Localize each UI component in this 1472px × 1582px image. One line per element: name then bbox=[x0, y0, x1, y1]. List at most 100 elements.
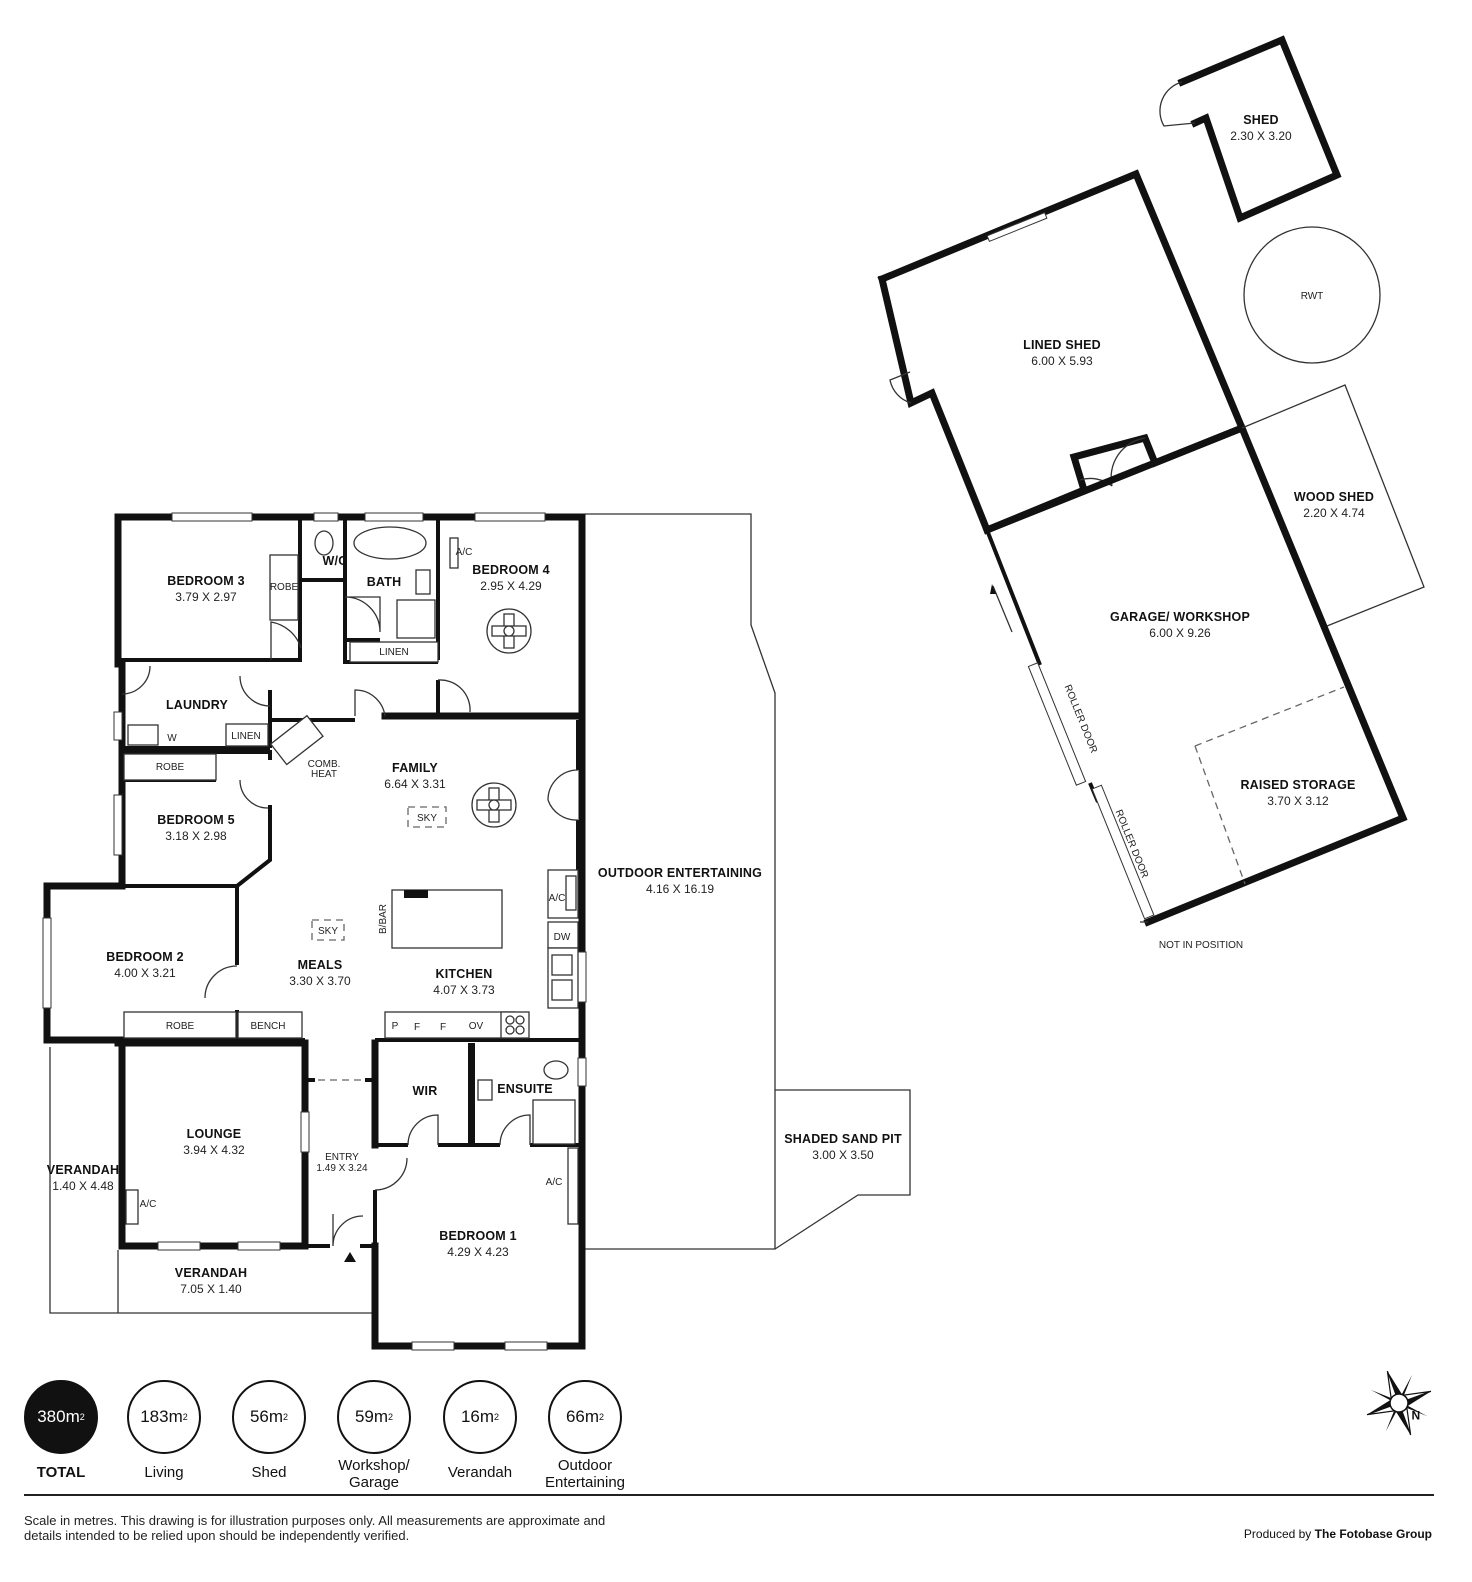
house-fixtures bbox=[123, 526, 579, 1225]
bench-label: BENCH bbox=[250, 1021, 285, 1032]
area-unit-sup: 2 bbox=[388, 1412, 394, 1422]
room-dim: 2.20 X 4.74 bbox=[1303, 506, 1365, 520]
room-name: BEDROOM 1 bbox=[439, 1229, 517, 1243]
room-dim: 3.94 X 4.32 bbox=[183, 1143, 245, 1157]
room-name: BEDROOM 4 bbox=[472, 563, 550, 577]
room-name: BEDROOM 3 bbox=[167, 574, 245, 588]
area-label: TOTAL bbox=[36, 1464, 86, 1481]
room-name: FAMILY bbox=[392, 761, 438, 775]
linen-label: LINEN bbox=[379, 647, 408, 658]
room-labels: BEDROOM 3 3.79 X 2.97 W/C BATH BEDROOM 4… bbox=[47, 113, 1374, 1296]
fixture-labels: ROBE LINEN A/C LINEN W ROBE COMB. HEAT S… bbox=[140, 291, 1324, 1210]
linen-label: LINEN bbox=[231, 731, 260, 742]
w-label: W bbox=[167, 733, 177, 744]
comb-heat-label: HEAT bbox=[311, 769, 337, 780]
house-doors bbox=[121, 596, 579, 1262]
room-dim: 6.64 X 3.31 bbox=[384, 777, 446, 791]
producer-name: The Fotobase Group bbox=[1314, 1527, 1432, 1541]
ceiling-fan-icon bbox=[486, 608, 532, 654]
sky-label: SKY bbox=[318, 926, 338, 937]
room-name: OUTDOOR ENTERTAINING bbox=[598, 866, 762, 880]
robe-label: ROBE bbox=[156, 762, 185, 773]
disclaimer-text: Scale in metres. This drawing is for ill… bbox=[24, 1513, 606, 1543]
room-dim: 4.16 X 16.19 bbox=[646, 882, 714, 896]
outbuildings bbox=[877, 35, 1425, 927]
house-windows bbox=[42, 512, 587, 1351]
floor-plan: BEDROOM 3 3.79 X 2.97 W/C BATH BEDROOM 4… bbox=[42, 35, 1425, 1351]
comb-heat-label: COMB. bbox=[308, 759, 341, 770]
room-name: VERANDAH bbox=[175, 1266, 247, 1280]
room-dim: 2.95 X 4.29 bbox=[480, 579, 542, 593]
area-label: Outdoor Entertaining bbox=[544, 1457, 626, 1491]
area-unit-sup: 2 bbox=[283, 1412, 289, 1422]
not-in-position-label: NOT IN POSITION bbox=[1159, 940, 1243, 951]
room-name: RAISED STORAGE bbox=[1240, 778, 1355, 792]
producer-credit: Produced by The Fotobase Group bbox=[1244, 1527, 1432, 1541]
room-name: BATH bbox=[367, 575, 402, 589]
area-value: 16m bbox=[460, 1407, 495, 1426]
ac-label: A/C bbox=[549, 893, 566, 904]
ac-label: A/C bbox=[546, 1177, 563, 1188]
room-dim: 6.00 X 5.93 bbox=[1031, 354, 1093, 368]
area-unit-sup: 2 bbox=[494, 1412, 500, 1422]
outdoor-areas bbox=[49, 513, 911, 1314]
room-dim: 4.00 X 3.21 bbox=[114, 966, 176, 980]
room-name: LOUNGE bbox=[187, 1127, 242, 1141]
area-label: Shed bbox=[251, 1464, 287, 1481]
area-value: 59m bbox=[354, 1407, 389, 1426]
f-label: F bbox=[440, 1022, 446, 1033]
room-name: GARAGE/ WORKSHOP bbox=[1110, 610, 1250, 624]
room-dim: 4.29 X 4.23 bbox=[447, 1245, 509, 1259]
room-dim: 2.30 X 3.20 bbox=[1230, 129, 1292, 143]
dw-label: DW bbox=[554, 932, 571, 943]
bbar-label: B/BAR bbox=[378, 904, 389, 934]
robe-label: ROBE bbox=[270, 582, 299, 593]
room-name: VERANDAH bbox=[47, 1163, 119, 1177]
room-dim: 1.49 X 3.24 bbox=[316, 1163, 368, 1174]
area-unit-sup: 2 bbox=[79, 1412, 85, 1422]
room-name: LINED SHED bbox=[1023, 338, 1101, 352]
ceiling-fan-icon bbox=[471, 782, 517, 828]
room-dim: 1.40 X 4.48 bbox=[52, 1179, 114, 1193]
compass-icon: N bbox=[1366, 1370, 1432, 1436]
room-dim: 6.00 X 9.26 bbox=[1149, 626, 1211, 640]
robe-label: ROBE bbox=[166, 1021, 195, 1032]
area-label: Workshop/ Garage bbox=[338, 1457, 410, 1491]
area-unit-sup: 2 bbox=[182, 1412, 188, 1422]
area-label: Verandah bbox=[447, 1464, 513, 1481]
room-name: WIR bbox=[413, 1084, 438, 1098]
producer-prefix: Produced by bbox=[1243, 1527, 1312, 1541]
area-value: 56m bbox=[249, 1407, 284, 1426]
room-dim: 4.07 X 3.73 bbox=[433, 983, 495, 997]
room-name: KITCHEN bbox=[436, 967, 493, 981]
ac-label: A/C bbox=[140, 1199, 157, 1210]
room-dim: 3.79 X 2.97 bbox=[175, 590, 237, 604]
ac-label: A/C bbox=[456, 547, 473, 558]
area-unit-sup: 2 bbox=[599, 1412, 605, 1422]
room-name: SHADED SAND PIT bbox=[784, 1132, 902, 1146]
p-label: P bbox=[392, 1021, 399, 1032]
room-name: ENSUITE bbox=[497, 1082, 553, 1096]
area-value: 183m bbox=[140, 1407, 183, 1426]
room-dim: 3.30 X 3.70 bbox=[289, 974, 351, 988]
room-name: ENTRY bbox=[325, 1152, 359, 1163]
area-value: 380m bbox=[37, 1407, 80, 1426]
sky-label: SKY bbox=[417, 813, 437, 824]
room-dim: 3.70 X 3.12 bbox=[1267, 794, 1329, 808]
room-dim: 3.18 X 2.98 bbox=[165, 829, 227, 843]
ov-label: OV bbox=[469, 1021, 484, 1032]
f-label: F bbox=[414, 1022, 420, 1033]
room-name: LAUNDRY bbox=[166, 698, 229, 712]
room-name: WOOD SHED bbox=[1294, 490, 1374, 504]
area-label: Living bbox=[144, 1464, 184, 1481]
area-value: 66m bbox=[565, 1407, 600, 1426]
room-name: BEDROOM 2 bbox=[106, 950, 184, 964]
room-name: SHED bbox=[1243, 113, 1279, 127]
